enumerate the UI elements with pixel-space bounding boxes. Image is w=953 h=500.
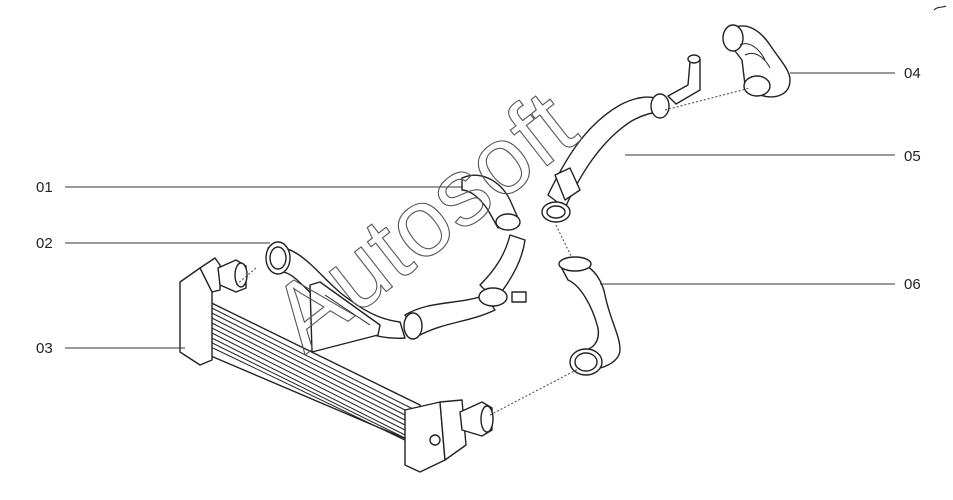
upper-charge-pipe xyxy=(541,54,701,223)
leader-lines xyxy=(65,72,895,349)
lower-charge-hose xyxy=(558,256,621,376)
intercooler-inlet-hose xyxy=(265,241,406,353)
callout-01: 01 xyxy=(36,179,53,196)
turbo-elbow-hose xyxy=(722,24,791,98)
callout-labels: 01 02 03 04 05 06 xyxy=(36,65,921,357)
turbo-outlet-pipe xyxy=(403,174,527,340)
callout-03: 03 xyxy=(36,340,53,357)
callout-04: 04 xyxy=(904,65,921,82)
connection-lines xyxy=(235,87,751,416)
callout-02: 02 xyxy=(36,235,53,252)
corner-mark xyxy=(933,5,947,11)
intercooler xyxy=(179,257,494,473)
callout-05: 05 xyxy=(904,148,921,165)
callout-06: 06 xyxy=(904,276,921,293)
